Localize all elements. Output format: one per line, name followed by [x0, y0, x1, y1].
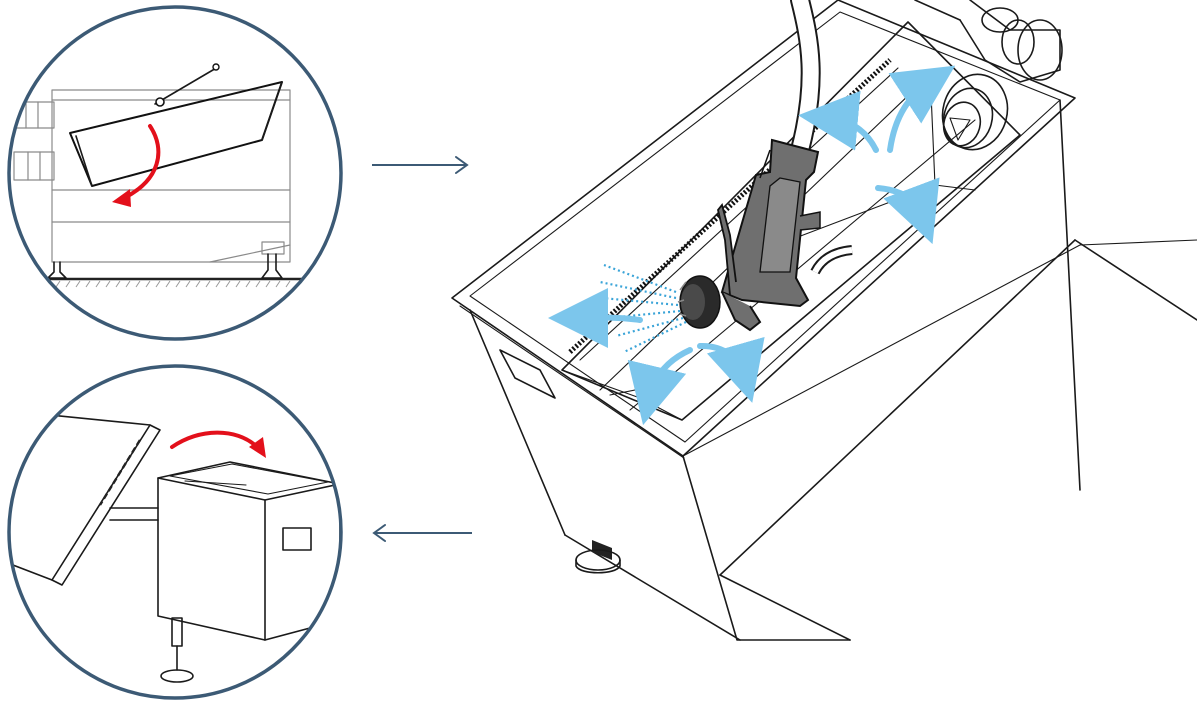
adjustable-foot — [160, 617, 194, 683]
floor-hatch — [35, 280, 301, 288]
elbow-pipes — [914, 0, 1063, 83]
curved-arrow-down-icon — [112, 124, 161, 207]
main-tank-illustration — [451, 0, 1197, 641]
side-handle-slot — [499, 349, 556, 399]
adjustable-feet — [47, 253, 283, 279]
flow-arrow-up-right — [887, 65, 956, 153]
detail-circle-lid-opening — [7, 364, 343, 700]
side-view-tank-illustration — [9, 63, 340, 288]
basket-handle — [154, 66, 219, 105]
arrow-right-icon — [372, 156, 469, 174]
detail-circle-lid-closing — [7, 5, 343, 341]
spray-gun — [677, 138, 821, 332]
tank-body-grey — [51, 89, 291, 263]
open-lid-panel — [9, 409, 161, 586]
arrow-left-icon — [372, 524, 472, 542]
tank-outer-walls — [451, 0, 1197, 641]
flow-arrow-left — [548, 287, 643, 348]
flow-arrow-right — [875, 177, 940, 245]
flow-arrow-up-left — [798, 90, 879, 153]
trigger — [717, 203, 737, 296]
water-spray-lines — [599, 263, 687, 353]
flow-arrow-down-right — [697, 336, 765, 403]
flow-arrow-down-left — [627, 347, 693, 426]
tank-body — [109, 461, 341, 641]
spray-hose — [790, 0, 853, 275]
outlet-pipes — [13, 101, 55, 181]
detail-circle-border-top — [7, 5, 343, 341]
side-window — [282, 527, 312, 551]
tilting-basket — [69, 63, 283, 187]
tank-foot — [575, 540, 621, 574]
detail-circle-border-bottom — [7, 364, 343, 700]
curved-arrow-right-icon — [170, 430, 266, 458]
lid-open-illustration — [9, 409, 341, 683]
flow-arrows — [548, 65, 956, 426]
